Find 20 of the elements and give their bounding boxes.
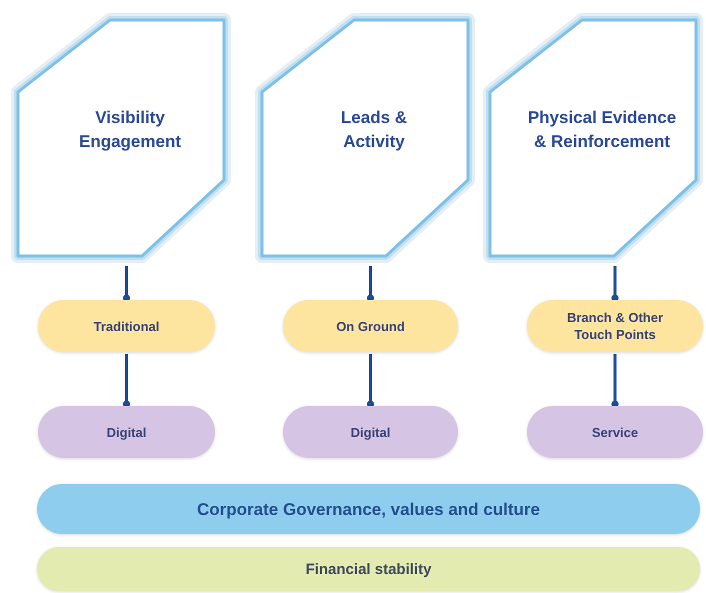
connector-line xyxy=(122,354,130,408)
category-pill: Branch & Other Touch Points xyxy=(527,300,703,352)
connector-line xyxy=(611,354,619,408)
foundation-bar: Financial stability xyxy=(37,547,700,591)
category-pill: Traditional xyxy=(38,300,215,352)
category-pill: On Ground xyxy=(283,300,458,352)
connector-line xyxy=(122,266,130,302)
category-pill: Digital xyxy=(283,406,458,458)
connector-line xyxy=(611,266,619,302)
category-pill: Service xyxy=(527,406,703,458)
category-pill: Digital xyxy=(38,406,215,458)
box-title: Leads & Activity xyxy=(340,107,408,153)
hexagon-frame xyxy=(258,12,474,264)
hexagon-frame xyxy=(14,12,230,264)
hexagon-frame xyxy=(486,12,702,264)
foundation-bar: Corporate Governance, values and culture xyxy=(37,484,700,534)
connector-line xyxy=(366,354,374,408)
box-title: Visibility Engagement xyxy=(78,107,182,153)
box-title: Physical Evidence & Reinforcement xyxy=(527,107,677,153)
connector-line xyxy=(366,266,374,302)
